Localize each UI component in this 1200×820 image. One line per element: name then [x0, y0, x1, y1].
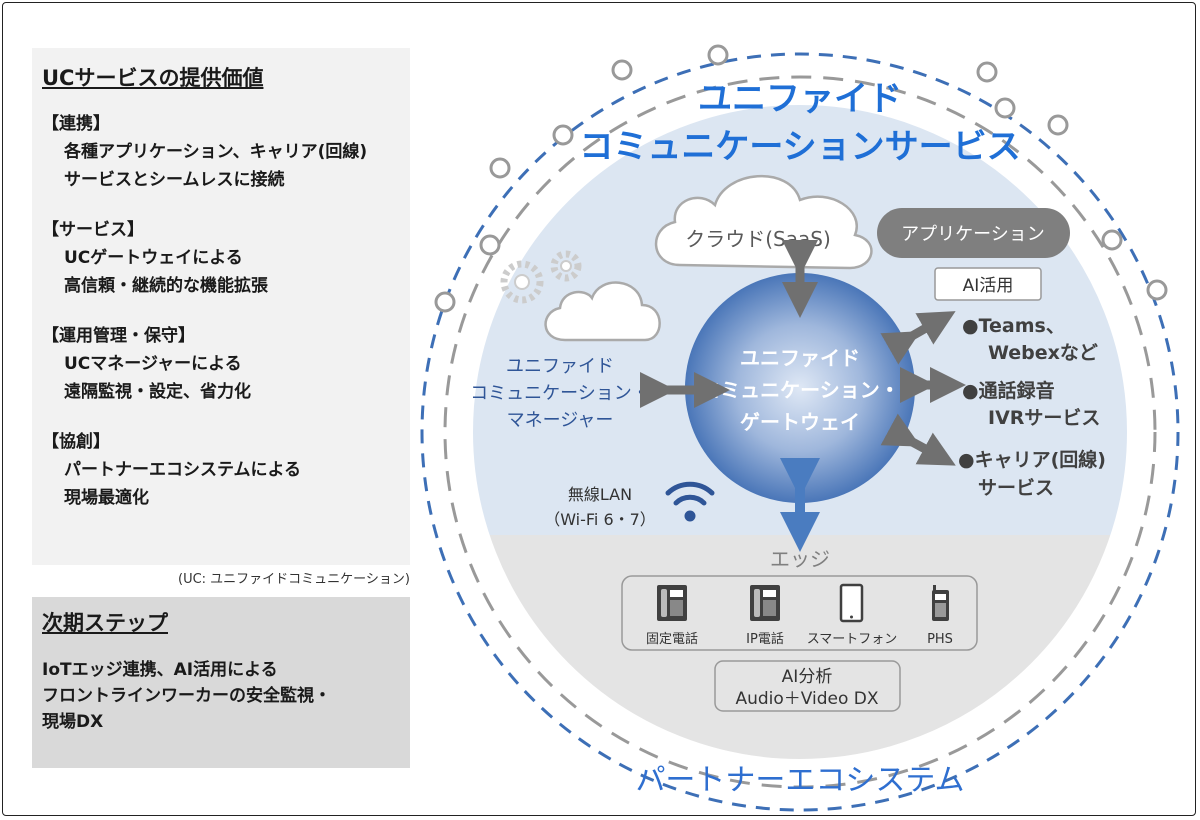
ip-phone-icon [750, 585, 780, 621]
ai-analysis-detail: Audio＋Video DX [735, 689, 878, 709]
section-line: 現場最適化 [64, 488, 149, 508]
ecosystem-label: パートナーエコシステム [635, 763, 964, 798]
next-step-panel: 次期ステップ IoTエッジ連携、AI活用による フロントラインワーカーの安全監視… [32, 597, 410, 768]
desk-phone-icon [657, 585, 687, 621]
section-title: 【サービス】 [42, 220, 144, 240]
device-label: スマートフォン [807, 632, 898, 647]
manager-line: マネージャー [507, 410, 614, 431]
carrier-arrow [880, 413, 956, 466]
section-title: 【運用管理・保守】 [42, 326, 195, 346]
gateway-line: ゲートウェイ [740, 410, 860, 434]
ai-analysis-box [714, 660, 901, 712]
edge-label: エッジ [770, 547, 830, 571]
application-badge [877, 208, 1070, 258]
app-recording: ●通話録音 [962, 379, 1055, 402]
app-teams: ●Teams、 [962, 315, 1065, 337]
section-line: パートナーエコシステムによる [64, 460, 301, 480]
phs-icon [932, 585, 949, 621]
device-label: PHS [927, 632, 953, 647]
app-webex: Webexなど [988, 342, 1098, 364]
wifi-label: 無線LAN [568, 485, 632, 504]
node-icon [1146, 279, 1168, 301]
gear-icon-center [514, 260, 572, 290]
section-line: 各種アプリケーション、キャリア(回線) [64, 142, 368, 162]
section-line: 遠隔監視・設定、省力化 [64, 382, 251, 402]
manager-line: ユニファイド [506, 356, 614, 377]
section-line: UCゲートウェイによる [64, 248, 243, 268]
node-icon [479, 234, 501, 256]
application-label: アプリケーション [901, 224, 1045, 245]
section-title: 【連携】 [42, 114, 110, 134]
section-service: 【サービス】 UCゲートウェイによる 高信頼・継続的な機能拡張 [42, 216, 400, 300]
node-icon [707, 44, 729, 66]
device-label: 固定電話 [646, 631, 698, 647]
next-step-line: フロントラインワーカーの安全監視・ [42, 686, 331, 706]
ai-use-label: AI活用 [963, 276, 1014, 296]
section-title: 【協創】 [42, 432, 110, 452]
wifi-icon [665, 481, 715, 522]
section-collaboration: 【連携】 各種アプリケーション、キャリア(回線) サービスとシームレスに接続 [42, 110, 400, 194]
section-co-creation: 【協創】 パートナーエコシステムによる 現場最適化 [42, 428, 400, 512]
title-line1: ユニファイド [698, 79, 902, 119]
app-ivr: IVRサービス [988, 407, 1100, 429]
edge-device-box [621, 575, 978, 651]
node-icon [1101, 229, 1123, 251]
cloud-label: クラウド(SaaS) [685, 227, 831, 251]
partner-nodes [434, 44, 1168, 313]
node-icon [611, 59, 633, 81]
node-icon [976, 61, 998, 83]
uc-value-panel: UCサービスの提供価値 【連携】 各種アプリケーション、キャリア(回線) サービ… [32, 48, 410, 565]
gateway-line: ユニファイド [740, 346, 860, 370]
section-line: 高信頼・継続的な機能拡張 [64, 276, 268, 296]
manager-cloud-icon [544, 281, 661, 342]
title-line2: コミュニケーションサービス [579, 127, 1020, 167]
node-icon [489, 157, 511, 179]
teams-arrow [880, 311, 956, 365]
ai-use-box [934, 267, 1042, 301]
arrows [640, 240, 966, 466]
section-operations: 【運用管理・保守】 UCマネージャーによる 遠隔監視・設定、省力化 [42, 322, 400, 406]
ai-analysis-title: AI分析 [782, 667, 833, 687]
node-icon [434, 291, 456, 313]
gateway-sphere [685, 273, 915, 503]
smartphone-icon [839, 583, 864, 623]
manager-line: コミュニケーション・ [470, 383, 650, 404]
app-carrier-service: サービス [978, 477, 1054, 499]
uc-caption: (UC: ユニファイドコミュニケーション) [178, 572, 410, 587]
gear-icon [500, 250, 582, 304]
next-step-line: IoTエッジ連携、AI活用による [42, 660, 278, 680]
device-label: IP電話 [746, 631, 784, 647]
node-icon [552, 124, 574, 146]
gateway-line: コミュニケーション・ [700, 378, 900, 402]
section-line: UCマネージャーによる [64, 354, 242, 374]
app-carrier: ●キャリア(回線) [958, 448, 1106, 471]
inner-circle-edge [467, 99, 1133, 765]
panel-heading: UCサービスの提供価値 [42, 66, 264, 90]
node-icon [994, 97, 1016, 119]
wifi-version: （Wi-Fi 6・7） [544, 510, 656, 529]
blue-dashed-ring [420, 52, 1180, 812]
section-line: サービスとシームレスに接続 [64, 170, 285, 190]
next-step-line: 現場DX [42, 712, 104, 732]
gray-dashed-ring [443, 75, 1157, 789]
next-step-heading: 次期ステップ [42, 611, 168, 635]
node-icon [1047, 114, 1069, 136]
